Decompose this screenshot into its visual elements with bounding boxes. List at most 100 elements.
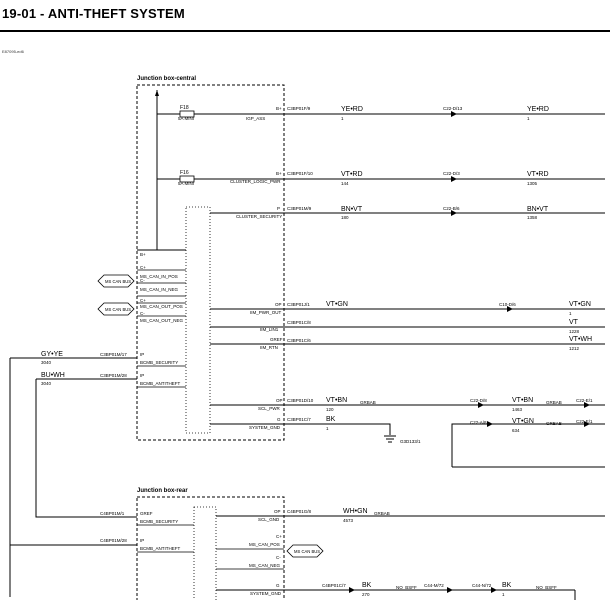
busbar-arrow-icon <box>155 90 159 96</box>
row1-pin-type: B+ <box>276 171 282 176</box>
ms-can-bus-label-1: MS CAN BUS <box>105 279 131 284</box>
rear-row0-signal: BCMB_SECURITY <box>140 519 178 524</box>
row8-connector: C3BP01C/7 <box>287 417 311 422</box>
left-row1-signal: MS_CAN_IN_POS <box>140 274 178 279</box>
ms-can-bus-label-2: MS CAN BUS <box>105 307 131 312</box>
row3-wire-color-2: VT•GN <box>569 301 591 308</box>
fuse-f18-icon <box>179 110 195 118</box>
fuse-f18-id: F18 <box>180 105 189 111</box>
rear-row0-connector: C4BP01M/1 <box>100 511 125 516</box>
ms-can-bus-label-3: MS CAN BUS <box>294 549 320 554</box>
row2-circuit: 180 <box>341 215 349 220</box>
row3-inline-connector-icon <box>507 306 513 312</box>
row1-connector: C3BP01F/10 <box>287 171 313 176</box>
row8-signal: SYSTEM_GND <box>249 425 281 430</box>
row1-wire-color-2: VT•RD <box>527 171 549 178</box>
rear-right0-circuit: 4573 <box>343 518 354 523</box>
row0-circuit: 1 <box>341 116 344 121</box>
row3-inline: C10-D/6 <box>499 302 516 307</box>
central-module-outline <box>185 206 211 434</box>
input1-route <box>35 379 137 518</box>
ground-g3d133-icon <box>384 435 396 443</box>
central-box-label: Junction box-central <box>137 76 196 82</box>
rear-module-outline <box>193 506 217 600</box>
row3-pin-type: OP <box>275 302 282 307</box>
rear-right3-connector-icon <box>349 587 355 593</box>
fuse-f16-id: F16 <box>180 170 189 176</box>
rear-right3-inline: C44-M/72 <box>424 583 444 588</box>
row7-feature: GRBAB <box>360 400 376 405</box>
rear-right2-signal: MS_CAN_NEG <box>249 563 281 568</box>
rear-right1-pin-type: C+ <box>276 534 282 539</box>
input1-circuit: 3040 <box>41 381 52 386</box>
row0-inline: C22-D/13 <box>443 106 463 111</box>
left-row0-pin-type: B+ <box>140 252 146 257</box>
row2-pin-type: P <box>277 206 280 211</box>
row0-circuit-2: 1 <box>527 116 530 121</box>
row0-inline-connector-icon <box>451 111 457 117</box>
row2-wire-color: BN•VT <box>341 206 363 213</box>
rear-right3-signal: SYSTEM_GND <box>250 591 282 596</box>
input1-pin-type: IP <box>140 373 144 378</box>
row6-signal: IIM_RTN <box>260 345 278 350</box>
rear-box-label: Junction box-rear <box>137 488 188 494</box>
row7-connector: C3BP01D/10 <box>287 398 314 403</box>
rear-row1-connector: C4BP01M/28 <box>100 538 127 543</box>
input0-pin-type: IP <box>140 352 144 357</box>
rear-right3-pin-type: G <box>276 583 280 588</box>
row1-inline: C22-D/3 <box>443 171 460 176</box>
rear-right3-inline-icon <box>447 587 453 593</box>
rear-right0-signal: SCL_GND <box>258 517 280 522</box>
row7-inline-connector-icon <box>478 402 484 408</box>
left-row3-pin-type: C+ <box>140 298 146 303</box>
row2-inline-connector-icon <box>451 210 457 216</box>
row1-inline-connector-icon <box>451 176 457 182</box>
rear-right3-circuit-2: 1 <box>502 592 505 597</box>
rear-right0-pin-type: OP <box>274 509 281 514</box>
row8-wire <box>210 423 391 435</box>
row7-far-connector-icon <box>584 402 590 408</box>
inline-a8-connector: C22-A/8 <box>470 420 487 425</box>
rear-right3-feature-2: NO_BSFF <box>536 585 557 590</box>
left-row1-pin-type: C+ <box>140 265 146 270</box>
inline-a8-wire-color: VT•GN <box>512 418 534 425</box>
input1-connector: C3BP01M/28 <box>100 373 127 378</box>
ms-can-bus-arrow-2: MS CAN BUS <box>97 302 135 316</box>
input0-wire-color: GY•YE <box>41 351 63 358</box>
page-title: 19-01 - ANTI-THEFT SYSTEM <box>2 6 185 21</box>
inline-a8-wire <box>451 423 605 467</box>
row0-pin-type: B+ <box>276 106 282 111</box>
rear-row1-signal: BCMB_ANTITHEFT <box>140 546 181 551</box>
inline-a8-circuit: 634 <box>512 428 520 433</box>
row8-wire-color: BK <box>326 416 336 423</box>
input0-circuit: 3040 <box>41 360 52 365</box>
left-row2-signal: MS_CAN_IN_NEG <box>140 287 179 292</box>
row7-circuit-2: 1463 <box>512 407 523 412</box>
rear-right3-inline-2-icon <box>491 587 497 593</box>
row1-wire-color: VT•RD <box>341 171 363 178</box>
row0-wire-color-2: YE•RD <box>527 106 549 113</box>
row5-circuit-2: 1212 <box>569 346 580 351</box>
inline-a8-connector-icon <box>487 421 493 427</box>
rear-right1-signal: MS_CAN_POS <box>249 542 280 547</box>
row4-connector: C3BP01C/8 <box>287 320 311 325</box>
rear-right0-connector: C4BP01G/8 <box>287 509 312 514</box>
row2-connector: C3BP01M/9 <box>287 206 312 211</box>
row0-wire-color: YE•RD <box>341 106 363 113</box>
row7-feature-2: GRBAB <box>546 400 562 405</box>
row5-wire-color-2: VT•WH <box>569 336 592 343</box>
rear-right3-connector: C4BP01C/7 <box>322 583 346 588</box>
row4-circuit-2: 1228 <box>569 329 580 334</box>
row2-circuit-2: 1358 <box>527 215 538 220</box>
left-row4-pin-type: C- <box>140 311 145 316</box>
rear-right2-pin-type: C- <box>276 555 281 560</box>
fuse-f16-icon <box>179 175 195 183</box>
row1-circuit-2: 1305 <box>527 181 538 186</box>
row5-signal: IIM_LIN1 <box>260 327 279 332</box>
row0-signal: IGP_ASS <box>246 116 265 121</box>
ms-can-bus-arrow-3: MS CAN BUS <box>286 544 324 558</box>
rear-box-outline <box>136 496 285 600</box>
input0-connector: C3BP01M/17 <box>100 352 127 357</box>
row4-wire-color-2: VT <box>569 319 579 326</box>
